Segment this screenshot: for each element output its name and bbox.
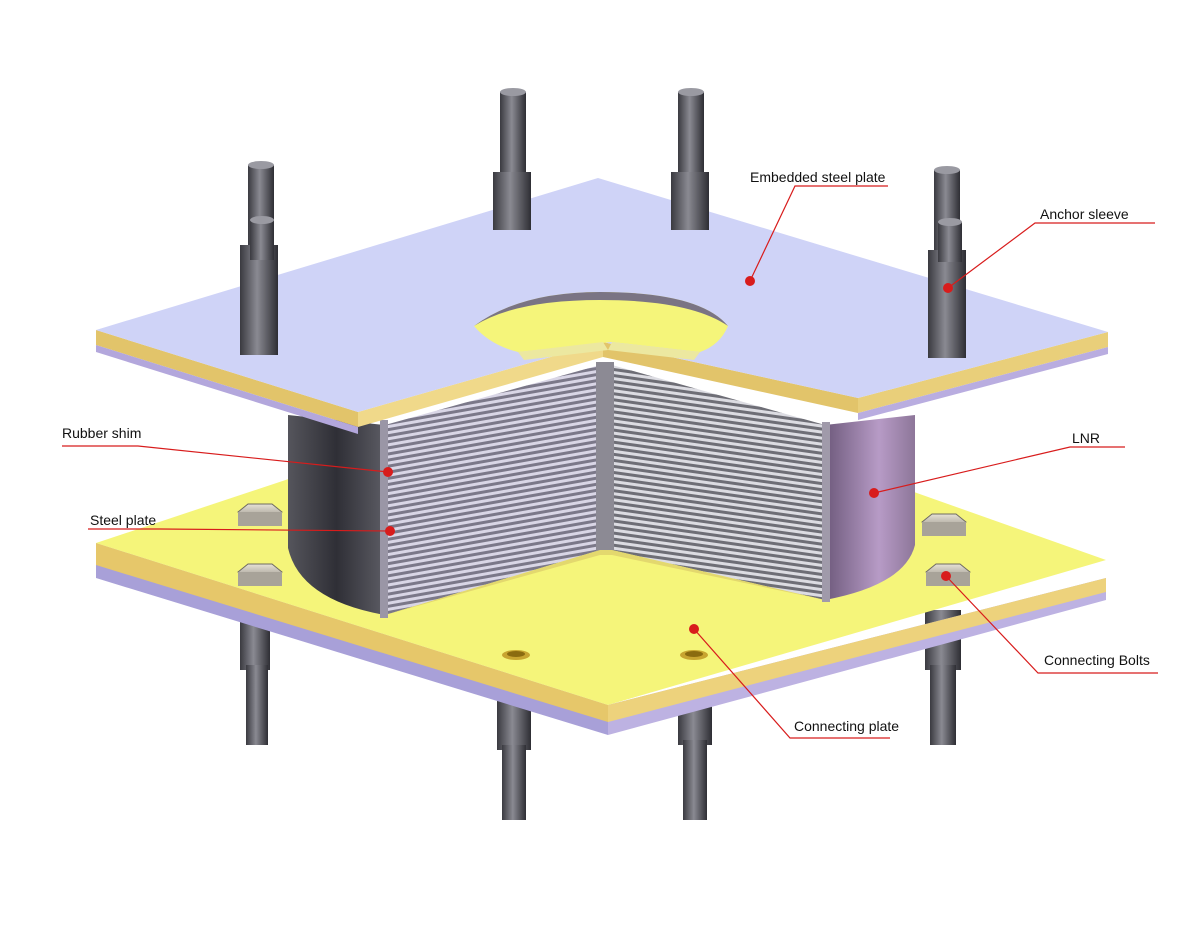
label-connecting-plate: Connecting plate bbox=[794, 718, 899, 734]
callout-anchor-sleeve: Anchor sleeve bbox=[943, 206, 1155, 293]
label-steel-plate: Steel plate bbox=[90, 512, 156, 528]
label-lnr: LNR bbox=[1072, 430, 1100, 446]
callout-connecting-plate: Connecting plate bbox=[689, 624, 899, 739]
lower-anchor-rods bbox=[240, 600, 961, 820]
rubber-bearing-body bbox=[288, 362, 915, 618]
callout-connecting-bolts: Connecting Bolts bbox=[941, 571, 1158, 674]
label-anchor-sleeve: Anchor sleeve bbox=[1040, 206, 1129, 222]
callout-lnr: LNR bbox=[869, 430, 1125, 498]
label-embedded-steel-plate: Embedded steel plate bbox=[750, 169, 886, 185]
top-embedded-steel-plate bbox=[96, 178, 1108, 434]
callout-embedded-steel-plate: Embedded steel plate bbox=[745, 169, 888, 286]
callout-rubber-shim: Rubber shim bbox=[62, 425, 393, 477]
callout-steel-plate: Steel plate bbox=[88, 512, 395, 536]
label-connecting-bolts: Connecting Bolts bbox=[1044, 652, 1150, 668]
upper-anchor-rods bbox=[240, 88, 966, 358]
label-rubber-shim: Rubber shim bbox=[62, 425, 141, 441]
